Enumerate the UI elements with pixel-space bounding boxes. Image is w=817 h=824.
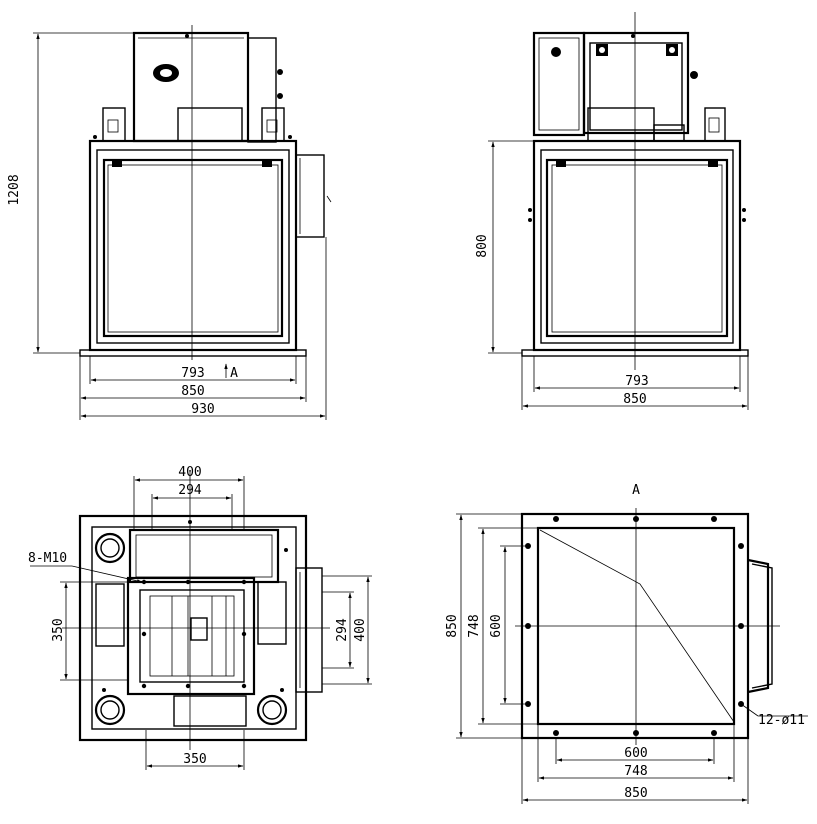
side-view: 800 793 850	[475, 12, 749, 410]
view-arrow-label: A	[230, 366, 238, 381]
dim-793: 793	[181, 366, 204, 381]
callout-8-m10: 8-M10	[28, 551, 67, 566]
dim-350-bottom: 350	[183, 752, 206, 767]
dim-930: 930	[191, 402, 214, 417]
top-view: 400 294 8-M10 350 294 400 350	[28, 465, 372, 770]
dim-600-left: 600	[489, 614, 504, 637]
dim-748-bottom: 748	[624, 764, 647, 779]
callout-12-o11: 12-ø11	[758, 713, 805, 728]
dim-800: 800	[475, 234, 490, 257]
dim-850-left: 850	[445, 614, 460, 637]
dim-793-side: 793	[625, 374, 648, 389]
indicator-icon	[551, 47, 561, 57]
dim-400-right: 400	[353, 618, 368, 641]
view-a-title: A	[632, 483, 640, 498]
dim-850-side: 850	[623, 392, 646, 407]
corner-mount-icon	[94, 532, 126, 564]
dim-850-front: 850	[181, 384, 204, 399]
front-view: 1208 793 A 850 930	[7, 25, 332, 420]
dim-294-right: 294	[335, 618, 350, 642]
dim-748-left: 748	[467, 614, 482, 637]
dim-850-bottom: 850	[624, 786, 647, 801]
dim-294-top: 294	[178, 483, 202, 498]
dim-600-bottom: 600	[624, 746, 647, 761]
dim-400-top: 400	[178, 465, 201, 480]
dim-1208: 1208	[7, 174, 22, 205]
view-a: A 12-ø11 850	[445, 483, 808, 804]
dim-350-left: 350	[51, 618, 66, 641]
